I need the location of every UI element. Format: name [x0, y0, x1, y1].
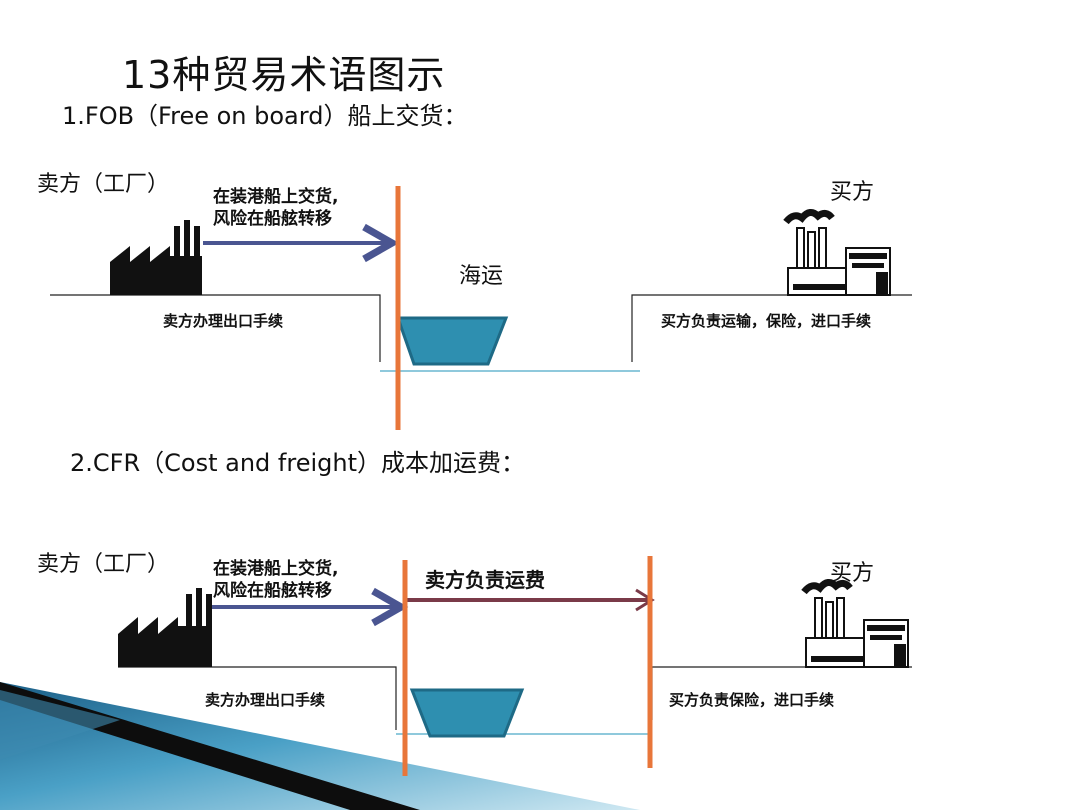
cfr-arrow-note-line1: 在装港船上交货, [213, 559, 339, 579]
cfr-arrow-note-line2: 风险在船舷转移 [213, 581, 332, 601]
fob-arrow-note: 在装港船上交货, 风险在船舷转移 [213, 186, 338, 230]
cfr-seller-label: 卖方（工厂） [37, 552, 170, 577]
fob-diagram [50, 186, 912, 430]
cfr-ship-icon [409, 688, 525, 738]
fob-buyer-duty: 买方负责运输，保险，进口手续 [661, 312, 872, 330]
cfr-buyer-duty: 买方负责保险，进口手续 [669, 691, 835, 709]
cfr-seller-duty: 卖方办理出口手续 [205, 691, 326, 709]
fob-buyer-label: 买方 [830, 180, 875, 205]
fob-arrow-note-line2: 风险在船舷转移 [213, 209, 332, 229]
cfr-freight-label: 卖方负责运费 [425, 568, 545, 592]
cfr-heading: 2.CFR（Cost and freight）成本加运费： [70, 449, 525, 477]
page-title: 13种贸易术语图示 [122, 53, 446, 97]
fob-ship-icon [395, 316, 509, 366]
fob-factory-icon [110, 220, 202, 295]
fob-heading: 1.FOB（Free on board）船上交货： [62, 102, 468, 130]
fob-arrow-note-line1: 在装港船上交货, [213, 187, 339, 207]
cfr-buyer-factory-icon [801, 579, 909, 668]
fob-buyer-factory-icon [783, 209, 891, 296]
fob-sea-label: 海运 [459, 264, 504, 289]
cfr-buyer-label: 买方 [830, 561, 875, 586]
cfr-factory-icon [118, 588, 212, 667]
fob-seller-label: 卖方（工厂） [37, 172, 170, 197]
fob-seller-duty: 卖方办理出口手续 [163, 312, 284, 330]
corner-decoration [0, 682, 640, 810]
cfr-arrow-note: 在装港船上交货, 风险在船舷转移 [213, 558, 338, 602]
cfr-diagram [118, 556, 912, 776]
